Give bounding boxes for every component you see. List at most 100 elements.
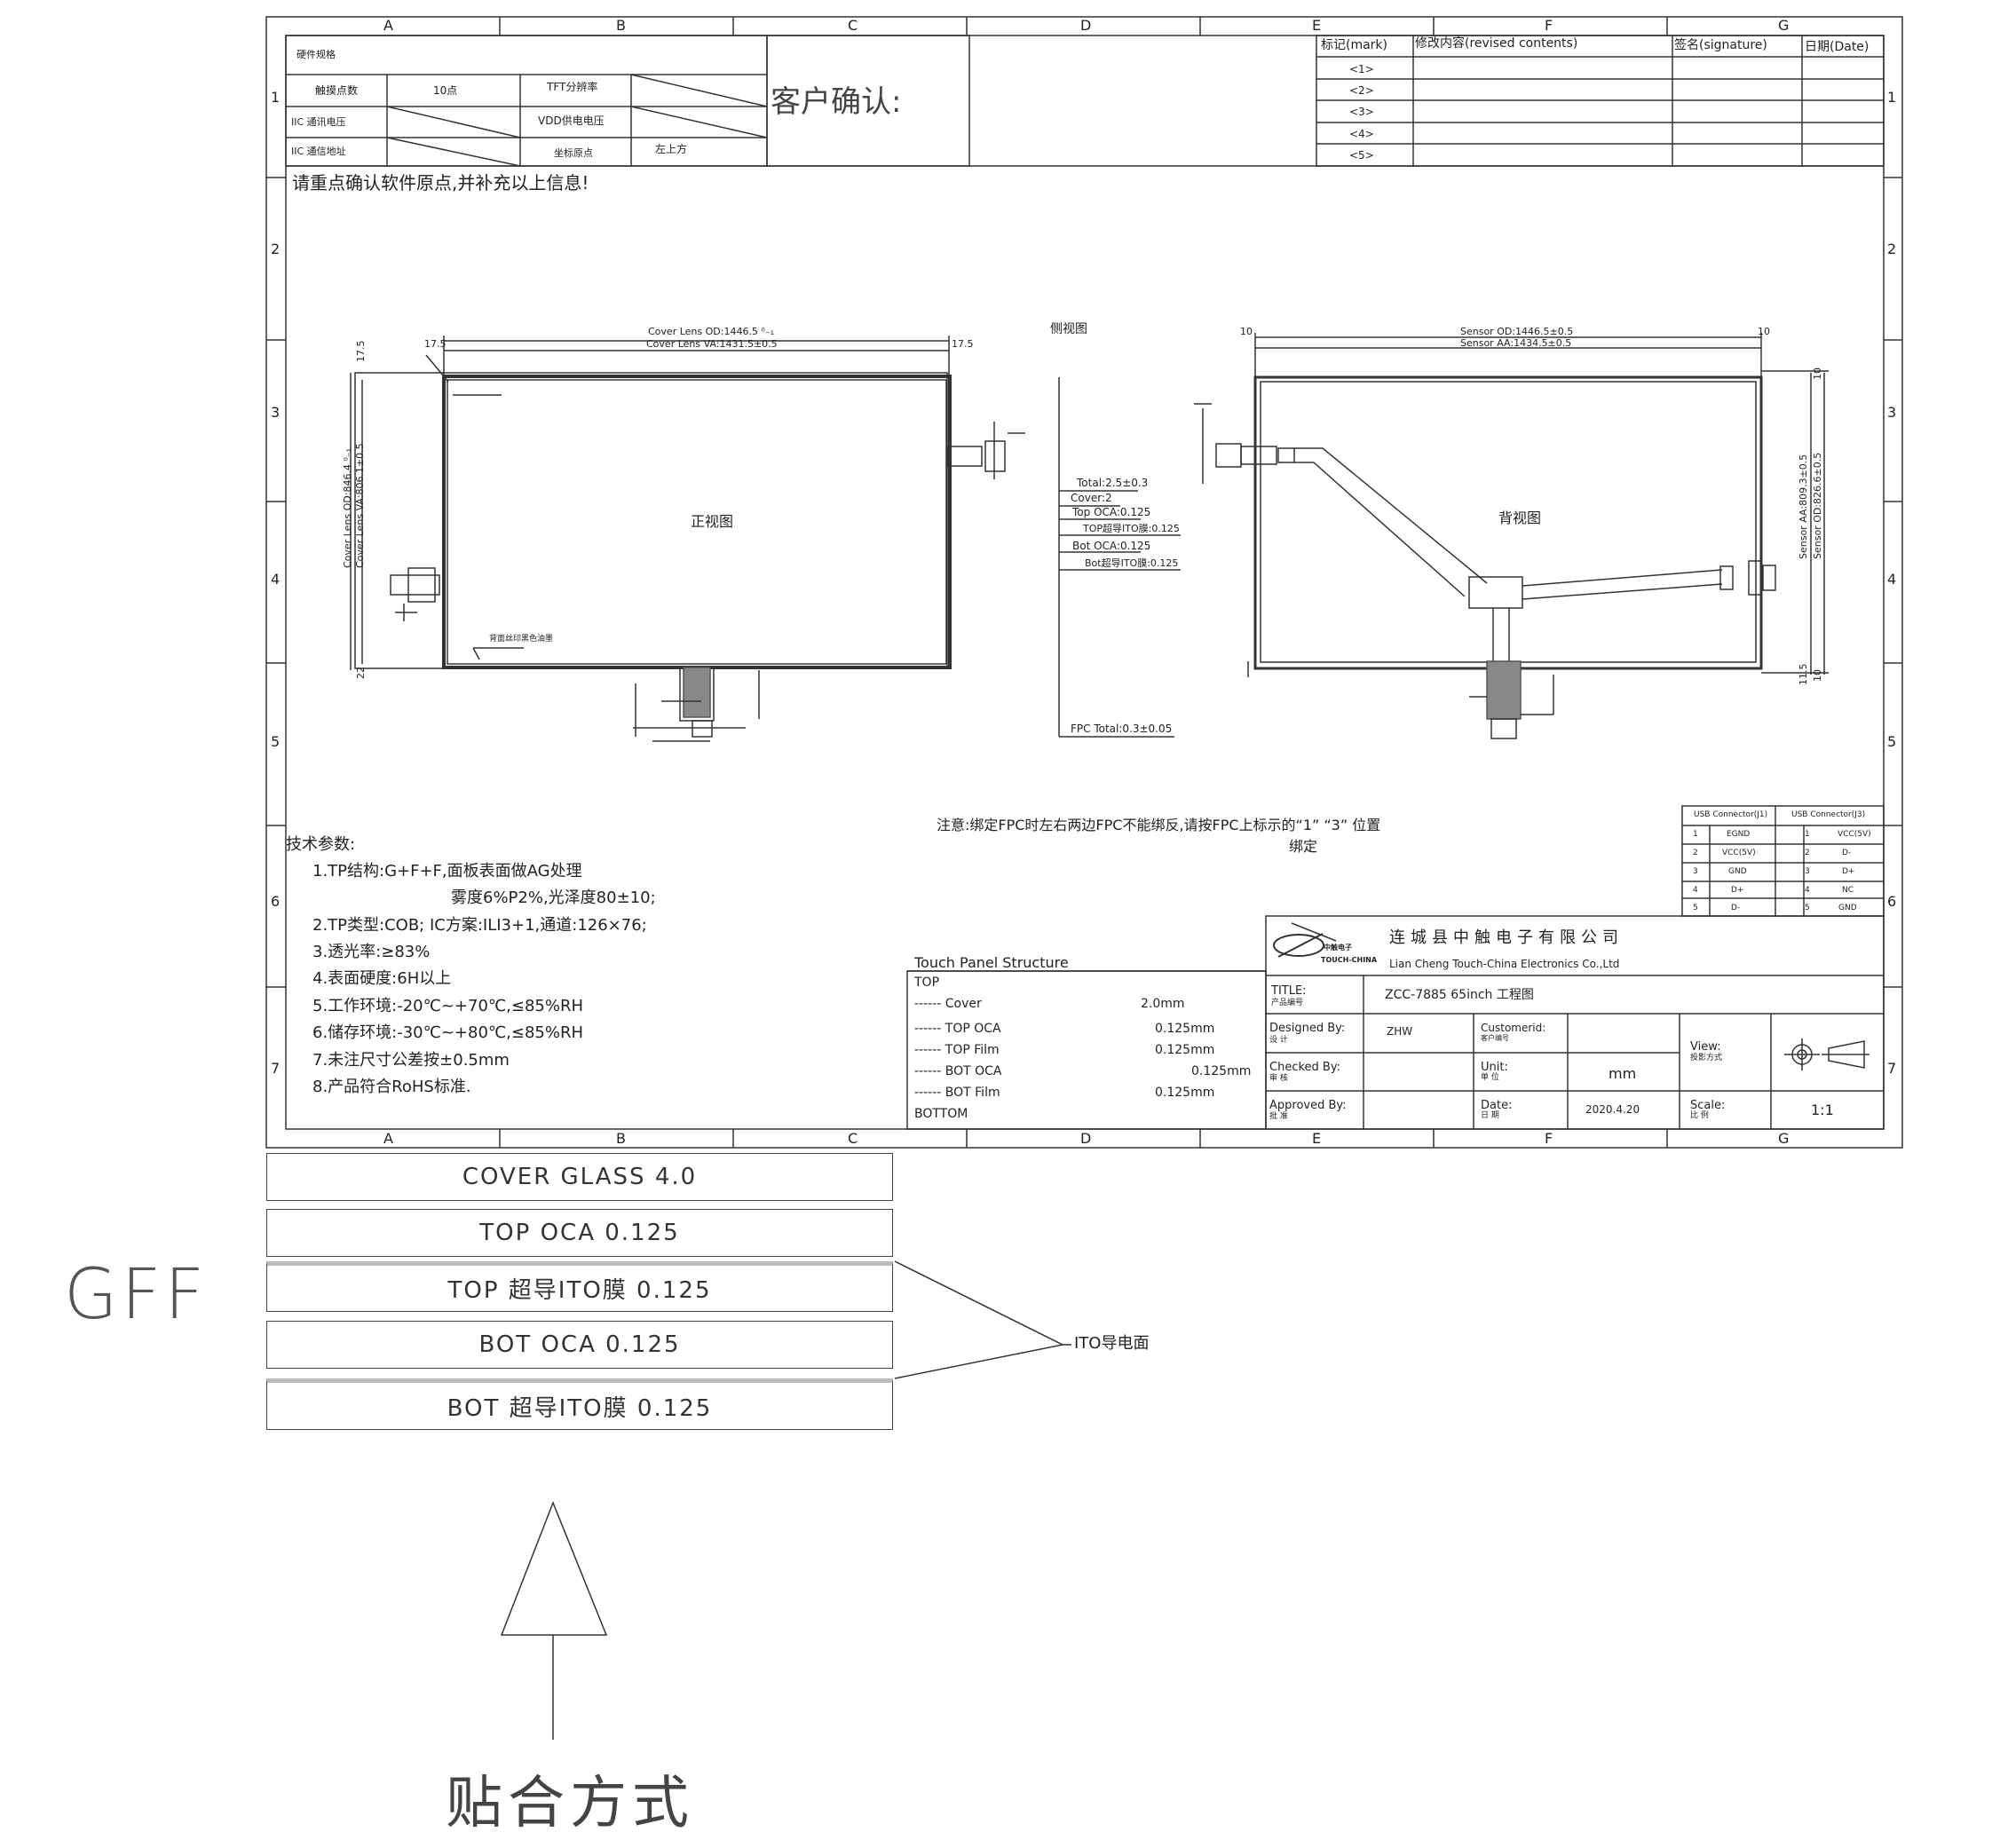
row-label-1-right: 1	[1887, 89, 1897, 106]
tech-param-1: 1.TP结构:G+F+F,面板表面做AG处理	[312, 862, 582, 881]
usb-pin-number: 3	[1805, 867, 1810, 876]
bonding-method-label: 贴合方式	[446, 1771, 694, 1836]
layer-bot-ito: BOT 超导ITO膜 0.125	[266, 1378, 893, 1430]
row-label-3-right: 3	[1887, 404, 1897, 421]
fpc-note-line2: 绑定	[1289, 838, 1318, 855]
usb-header-j1: USB Connector(J1)	[1694, 810, 1768, 819]
side-label-cover: Cover:2	[1071, 492, 1112, 504]
side-label-top-oca: Top OCA:0.125	[1072, 506, 1151, 518]
structure-row-name: ------ TOP Film	[914, 1043, 1000, 1057]
fpc-note-line1: 注意:绑定FPC时左右两边FPC不能绑反,请按FPC上标示的“1” “3” 位置	[937, 817, 1381, 833]
col-label-g-bottom: G	[1778, 1130, 1790, 1147]
usb-pin-signal: VCC(5V)	[1722, 849, 1756, 857]
unit-label: Unit:	[1481, 1061, 1508, 1074]
front-margin-bottom: 22	[355, 667, 367, 679]
gff-label: GFF	[64, 1255, 209, 1335]
revision-mark-5: <5>	[1349, 149, 1374, 162]
col-label-a-bottom: A	[383, 1130, 393, 1147]
front-ink-label: 背面丝印黑色油墨	[489, 635, 554, 644]
revision-header-contents: 修改内容(revised contents)	[1415, 36, 1578, 51]
front-margin-right: 17.5	[952, 338, 974, 350]
scale-value: 1:1	[1811, 1102, 1834, 1118]
usb-pin-number: 4	[1805, 886, 1810, 895]
unit-label-cn: 单 位	[1481, 1073, 1499, 1082]
front-dim-od-height: Cover Lens OD:846.4 ⁰₋₁	[342, 447, 353, 568]
row-label-7-left: 7	[271, 1060, 281, 1077]
front-margin-left: 17.5	[424, 338, 447, 350]
row-label-2-left: 2	[271, 241, 281, 257]
row-label-2-right: 2	[1887, 241, 1897, 257]
usb-pin-signal: D-	[1731, 904, 1741, 912]
col-label-b-top: B	[616, 17, 626, 34]
usb-pin-signal: D-	[1842, 849, 1852, 857]
spec-table-title: 硬件规格	[296, 49, 336, 60]
usb-row-4: 4 D+ 4 NC	[1682, 881, 1884, 899]
layer-cover-glass: COVER GLASS 4.0	[266, 1153, 893, 1201]
structure-row-value: 0.125mm	[1155, 1043, 1215, 1057]
customer-confirm-label: 客户确认:	[771, 84, 902, 120]
approved-by-label-cn: 批 准	[1269, 1112, 1288, 1121]
col-label-f-bottom: F	[1545, 1130, 1553, 1147]
back-margin-top: 10	[1812, 367, 1823, 380]
back-margin-bottom-b: 10	[1812, 669, 1823, 682]
usb-pin-number: 5	[1805, 904, 1810, 912]
tech-param-1b: 雾度6%P2%,光泽度80±10;	[451, 888, 656, 907]
tech-params-title: 技术参数:	[286, 835, 356, 854]
back-view-title: 背视图	[1498, 509, 1542, 526]
row-label-6-left: 6	[271, 893, 281, 910]
structure-row-name: ------ Cover	[914, 997, 982, 1011]
col-label-d-bottom: D	[1080, 1130, 1092, 1147]
usb-pin-signal: D+	[1842, 867, 1855, 876]
unit-value: mm	[1609, 1065, 1637, 1082]
structure-row-name: ------ BOT Film	[914, 1086, 1000, 1100]
layer-bot-oca: BOT OCA 0.125	[266, 1321, 893, 1369]
row-label-7-right: 7	[1887, 1060, 1897, 1077]
approved-by-label: Approved By:	[1269, 1099, 1347, 1112]
tech-param-3: 3.透光率:≥83%	[312, 943, 431, 961]
structure-row-value: 0.125mm	[1155, 1086, 1215, 1100]
front-dim-va-height: Cover Lens VA:806.1±0.5	[354, 443, 366, 568]
structure-bottom: BOTTOM	[914, 1107, 968, 1121]
structure-top: TOP	[914, 975, 940, 990]
side-label-top-ito: TOP超导ITO膜:0.125	[1083, 523, 1180, 534]
revision-header-mark: 标记(mark)	[1321, 38, 1388, 52]
usb-row-3: 3 GND 3 D+	[1682, 863, 1884, 881]
arrow-up-icon	[500, 1503, 606, 1636]
back-margin-right: 10	[1758, 326, 1770, 337]
row-label-4-left: 4	[271, 571, 281, 588]
spec-label-tft-resolution: TFT分辨率	[547, 81, 598, 93]
usb-header-j3: USB Connector(J3)	[1791, 810, 1866, 819]
usb-pin-number: 1	[1805, 830, 1810, 839]
structure-row-name: ------ BOT OCA	[914, 1064, 1002, 1078]
usb-table-body: 1 EGND 1 VCC(5V) 2 VCC(5V) 2 D- 3 GND 3 …	[1682, 825, 1884, 917]
projection-icon	[1783, 1040, 1875, 1069]
revision-mark-3: <3>	[1349, 106, 1374, 118]
usb-row-2: 2 VCC(5V) 2 D-	[1682, 844, 1884, 863]
revision-mark-4: <4>	[1349, 128, 1374, 140]
back-margin-left: 10	[1240, 326, 1253, 337]
customerid-label-cn: 客户编号	[1481, 1034, 1509, 1042]
company-name-en: Lian Cheng Touch-China Electronics Co.,L…	[1389, 958, 1620, 970]
side-view-title: 侧视图	[1050, 322, 1087, 336]
date-label-cn: 日 期	[1481, 1111, 1499, 1120]
tech-param-8: 8.产品符合RoHS标准.	[312, 1078, 471, 1096]
tech-param-5: 5.工作环境:-20℃~+70℃,≤85%RH	[312, 997, 583, 1015]
usb-pin-signal: GND	[1728, 867, 1747, 876]
row-label-5-right: 5	[1887, 733, 1897, 750]
front-dim-od-width: Cover Lens OD:1446.5 ⁰₋₁	[648, 326, 775, 337]
company-logo-cn: 中触电子	[1324, 944, 1352, 952]
side-label-bot-ito: Bot超导ITO膜:0.125	[1085, 557, 1179, 569]
back-dim-aa-height: Sensor AA:809.3±0.5	[1798, 454, 1809, 559]
designed-by-label: Designed By:	[1269, 1022, 1346, 1035]
row-label-4-right: 4	[1887, 571, 1897, 588]
col-label-e-top: E	[1312, 17, 1322, 34]
scale-label: Scale:	[1690, 1099, 1726, 1112]
usb-pin-signal: D+	[1731, 886, 1744, 895]
col-label-c-bottom: C	[848, 1130, 858, 1147]
scale-label-cn: 比 例	[1690, 1111, 1709, 1120]
designed-by-label-cn: 设 计	[1269, 1036, 1288, 1045]
usb-pin-number: 2	[1805, 849, 1810, 857]
side-label-bot-oca: Bot OCA:0.125	[1072, 540, 1151, 552]
designed-by-value: ZHW	[1387, 1025, 1413, 1038]
title-label-cn: 产品编号	[1271, 999, 1304, 1007]
